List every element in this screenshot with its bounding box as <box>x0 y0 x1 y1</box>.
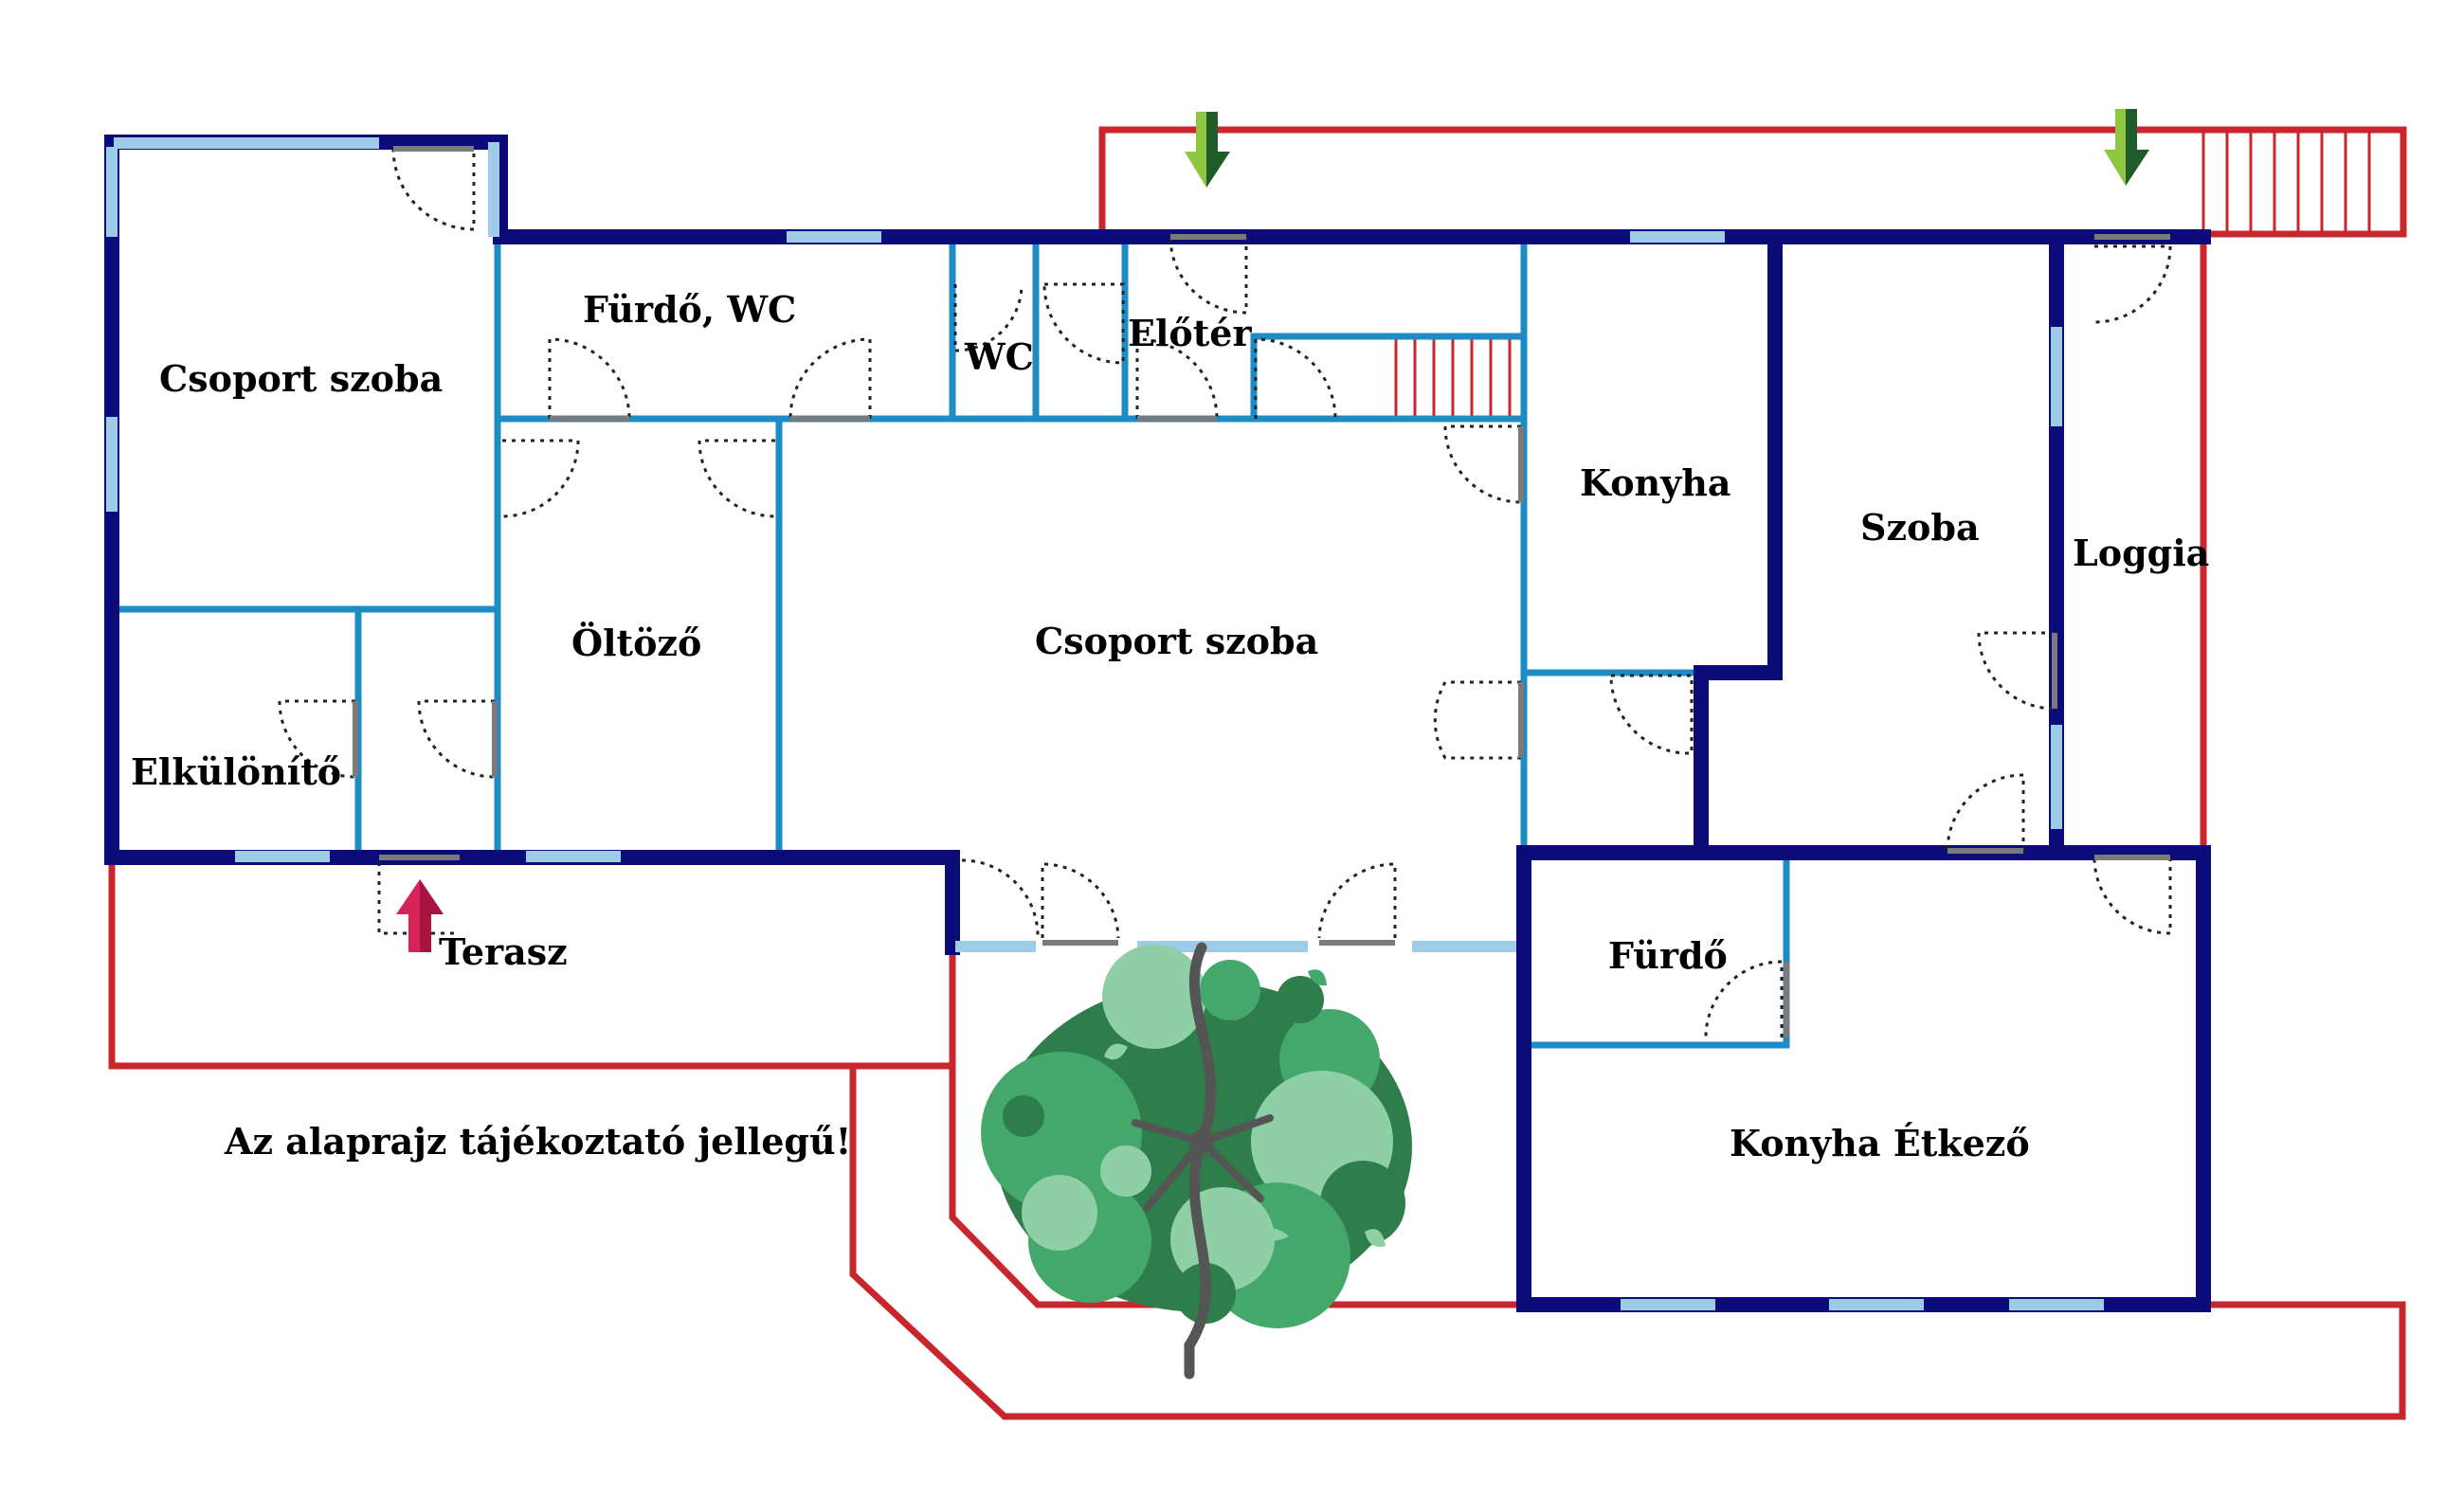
tree-icon <box>981 942 1412 1380</box>
stairs-icon <box>1394 339 1512 417</box>
entrance-arrow-icon <box>396 879 444 952</box>
room-label-oltozo: Öltöző <box>571 622 701 664</box>
windows <box>106 137 2104 1310</box>
inner-walls <box>110 233 1790 1049</box>
room-label-elkulonito: Elkülönítő <box>131 750 341 793</box>
room-label-furdo: Fürdő <box>1608 934 1728 977</box>
stairs-icon <box>2201 128 2405 236</box>
doors <box>278 147 2172 1038</box>
room-label-csoport-szoba-center: Csoport szoba <box>1035 620 1318 662</box>
green-arrow-icon <box>2104 109 2149 186</box>
room-label-wc: WC <box>964 335 1034 378</box>
disclaimer-note: Az alaprajz tájékoztató jellegű! <box>224 1120 851 1163</box>
room-label-eloter: Előtér <box>1128 312 1252 354</box>
room-label-terasz: Terasz <box>439 930 568 973</box>
room-label-konyha: Konyha <box>1580 461 1731 504</box>
green-arrow-icon <box>1185 112 1230 188</box>
room-label-furdo-wc: Fürdő, WC <box>583 288 796 331</box>
room-label-szoba: Szoba <box>1860 506 1980 549</box>
room-labels: Csoport szoba Fürdő, WC WC Előtér Konyha… <box>131 288 2209 1164</box>
room-label-konyha-etkezo: Konyha Étkező <box>1730 1122 2030 1164</box>
room-label-csoport-szoba-left: Csoport szoba <box>159 357 443 400</box>
room-label-loggia: Loggia <box>2073 532 2209 574</box>
door-leaves <box>353 146 2170 1037</box>
